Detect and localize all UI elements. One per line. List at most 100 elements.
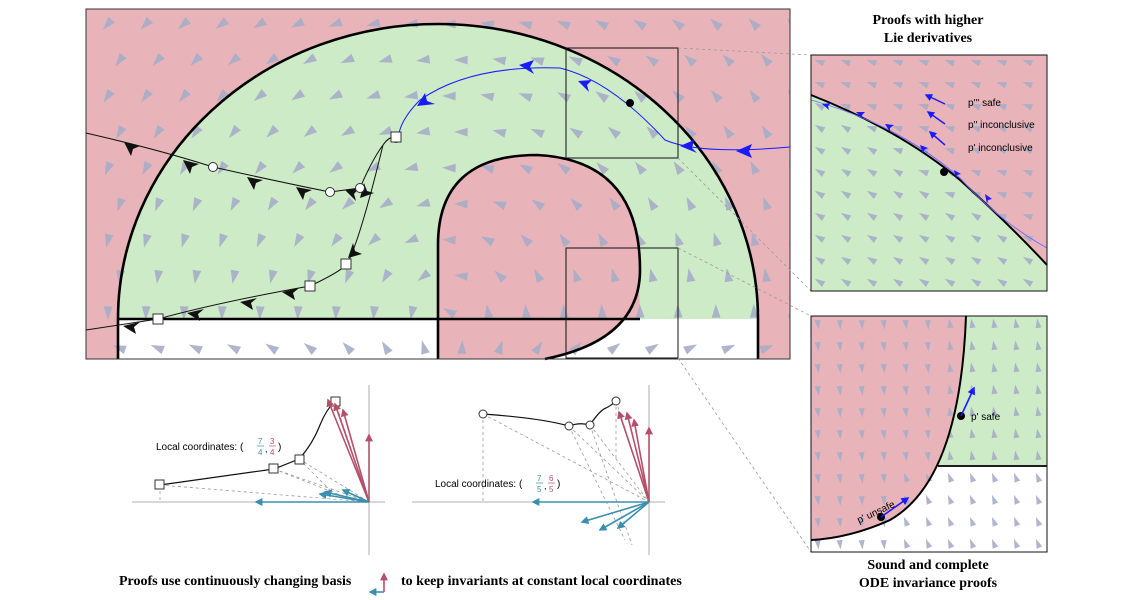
- field-arrow: [155, 197, 165, 212]
- field-arrow: [969, 472, 977, 483]
- field-arrow: [814, 451, 821, 462]
- field-arrow: [366, 90, 381, 99]
- field-arrow: [150, 345, 165, 355]
- field-arrow: [609, 197, 621, 212]
- field-arrow: [671, 19, 686, 31]
- field-arrow: [724, 268, 734, 283]
- field-arrow: [969, 318, 976, 329]
- invariant-boundary: [116, 22, 760, 359]
- field-arrow: [858, 363, 865, 374]
- basis-diagram-right: Local coordinates: ( 7 5 , 6 5 ): [412, 385, 665, 555]
- field-arrow: [991, 406, 998, 417]
- field-arrow: [570, 198, 584, 212]
- field-arrow: [991, 318, 998, 329]
- field-arrow: [840, 212, 852, 221]
- field-arrow: [797, 345, 811, 354]
- inset-bottom-unsafe: [811, 316, 966, 540]
- field-arrow: [892, 168, 904, 177]
- field-arrow: [969, 406, 976, 417]
- field-arrow: [814, 495, 821, 506]
- field-arrow: [686, 196, 697, 211]
- field-arrow: [814, 146, 826, 155]
- field-arrow: [683, 344, 698, 355]
- blue-trajectory: [397, 67, 791, 151]
- field-arrow: [684, 125, 697, 140]
- field-arrow: [996, 170, 1008, 177]
- field-arrow: [880, 539, 887, 550]
- field-arrow: [292, 160, 306, 174]
- field-arrow: [178, 16, 192, 30]
- field-arrow: [645, 55, 660, 67]
- field-arrow: [416, 54, 431, 64]
- field-arrow: [944, 60, 956, 67]
- field-arrow: [840, 82, 852, 89]
- field-arrow: [996, 60, 1008, 67]
- field-arrow: [947, 384, 954, 395]
- inset-bottom-title-line1: Sound and complete: [867, 558, 988, 573]
- field-arrow: [918, 126, 930, 133]
- field-arrow: [633, 90, 648, 103]
- field-arrow: [762, 268, 772, 283]
- field-arrow: [454, 199, 468, 209]
- field-arrow: [918, 82, 930, 89]
- field-arrow: [902, 429, 909, 440]
- field-arrow: [606, 343, 621, 355]
- field-arrow: [378, 54, 393, 63]
- field-arrow: [903, 516, 911, 527]
- field-arrow: [594, 20, 610, 31]
- inset-top-invariant: [811, 95, 1047, 291]
- field-arrow: [970, 170, 982, 177]
- field-arrow: [996, 148, 1008, 155]
- field-arrow: [710, 18, 724, 32]
- field-arrow: [991, 450, 998, 461]
- field-arrow: [902, 363, 909, 374]
- field-arrow: [102, 16, 115, 31]
- field-arrow: [1022, 60, 1034, 67]
- field-arrow: [1022, 126, 1034, 133]
- field-arrow: [568, 56, 583, 67]
- field-arrow: [492, 201, 507, 211]
- field-arrow: [573, 268, 583, 283]
- field-arrow: [557, 163, 572, 175]
- field-arrow: [969, 340, 976, 351]
- field-arrow: [814, 212, 826, 221]
- field-arrow: [970, 234, 982, 243]
- field-arrow: [1022, 104, 1034, 111]
- field-arrow: [152, 52, 165, 67]
- field-arrow: [814, 190, 826, 199]
- field-arrow: [925, 538, 933, 549]
- field-arrow: [480, 165, 495, 174]
- field-arrow: [814, 407, 821, 418]
- field-arrow: [686, 268, 696, 283]
- field-arrow: [421, 340, 430, 355]
- svg-text:,: ,: [265, 444, 268, 454]
- field-arrow: [294, 232, 305, 248]
- svg-text:7: 7: [537, 474, 542, 483]
- field-arrow: [265, 53, 280, 65]
- field-arrow: [800, 268, 809, 282]
- field-arrow: [918, 60, 930, 67]
- svg-text:5: 5: [549, 485, 554, 494]
- basis-diagram-left: Local coordinates: ( 7 4 , 3 4 ): [132, 385, 385, 555]
- field-arrow: [188, 344, 203, 355]
- field-arrow: [711, 304, 721, 318]
- field-arrow: [947, 406, 954, 417]
- field-arrow: [814, 82, 826, 89]
- field-arrow: [303, 53, 318, 64]
- inner-unsafe-region: [438, 155, 640, 359]
- field-arrow: [408, 305, 418, 320]
- field-arrow: [635, 161, 647, 176]
- label-p1-safe: p' safe: [971, 412, 1001, 423]
- field-arrow: [140, 16, 154, 30]
- field-arrow: [518, 93, 533, 103]
- field-arrow: [1022, 278, 1034, 287]
- field-arrow: [836, 363, 843, 374]
- field-arrow: [858, 319, 865, 330]
- field-arrow: [305, 196, 317, 211]
- invariant-region: [118, 24, 758, 319]
- field-arrow: [903, 538, 911, 549]
- field-arrow: [228, 124, 241, 139]
- field-arrow: [944, 148, 956, 155]
- field-arrow: [1035, 384, 1042, 395]
- field-arrow: [141, 306, 151, 320]
